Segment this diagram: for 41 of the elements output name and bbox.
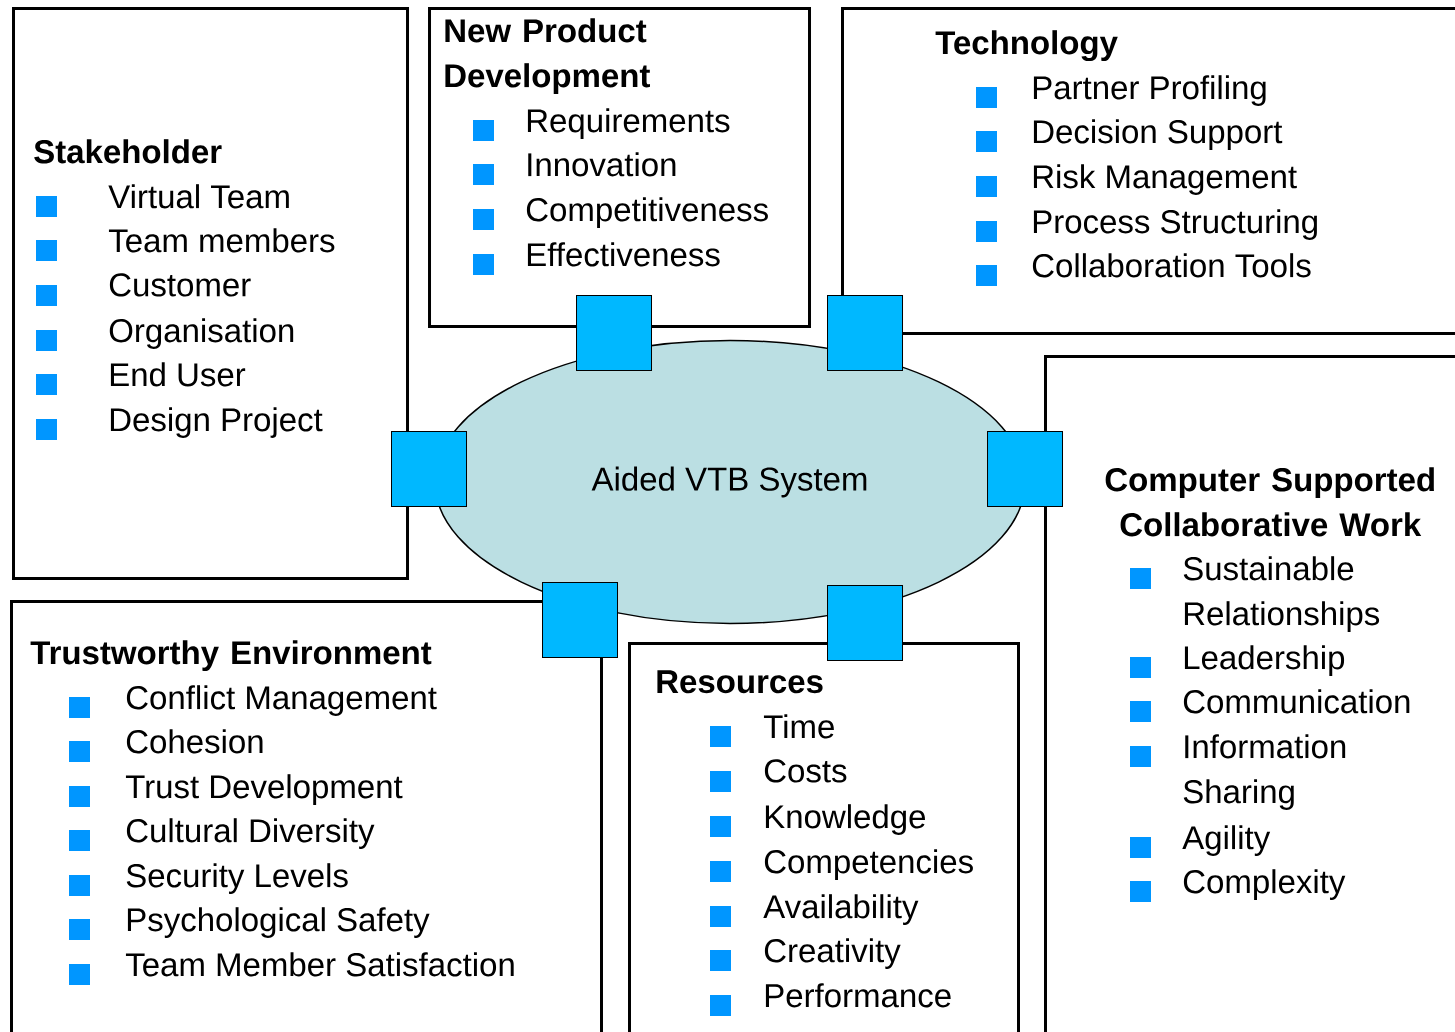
port-square <box>542 582 618 658</box>
list-item: Partner Profiling <box>1033 75 1266 106</box>
list-item: Team Member Satisfaction <box>125 952 514 977</box>
port-square <box>827 585 903 661</box>
list-item: Design Project <box>110 407 323 438</box>
port-square <box>827 295 903 371</box>
list-item: Sustainable Relationships <box>1183 556 1380 632</box>
list-item: Competitiveness <box>526 197 768 228</box>
list-item: Conflict Management <box>126 685 437 716</box>
list-item: Agility <box>1182 825 1271 856</box>
list-item: Team members <box>108 228 335 253</box>
list-item: Collaboration Tools <box>1032 253 1311 278</box>
list-item: Organisation <box>109 318 294 349</box>
list-item: Trust Development <box>125 774 403 805</box>
port-square <box>576 295 652 371</box>
port-square <box>391 431 467 507</box>
list-item: Risk Management <box>1033 164 1297 195</box>
list-item: Effectiveness <box>527 242 720 267</box>
list-item: Decision Support <box>1033 119 1283 150</box>
list-item: Complexity <box>1183 869 1346 900</box>
list-item: Knowledge <box>765 804 925 835</box>
list-item: Cohesion <box>126 729 263 754</box>
list-item: Competencies <box>764 849 973 880</box>
list-item: Requirements <box>527 108 730 139</box>
list-item: Creativity <box>764 938 901 969</box>
list-item: Leadership <box>1184 645 1345 676</box>
list-item: Psychological Safety <box>127 907 430 938</box>
list-item: Information Sharing <box>1183 734 1346 810</box>
list-item: Virtual Team <box>108 184 289 209</box>
list-item: Cultural Diversity <box>126 818 375 849</box>
port-square <box>987 431 1063 507</box>
list-item: Performance <box>765 983 951 1008</box>
list-item: Time <box>763 714 834 739</box>
list-item: Customer <box>109 273 251 297</box>
list-item: Innovation <box>528 152 676 177</box>
list-item: Process Structuring <box>1033 209 1317 240</box>
list-item: Communication <box>1183 689 1410 714</box>
list-item: End User <box>110 362 246 387</box>
list-item: Security Levels <box>126 863 348 894</box>
list-item: Availability <box>763 894 919 925</box>
list-item: Costs <box>764 759 847 783</box>
